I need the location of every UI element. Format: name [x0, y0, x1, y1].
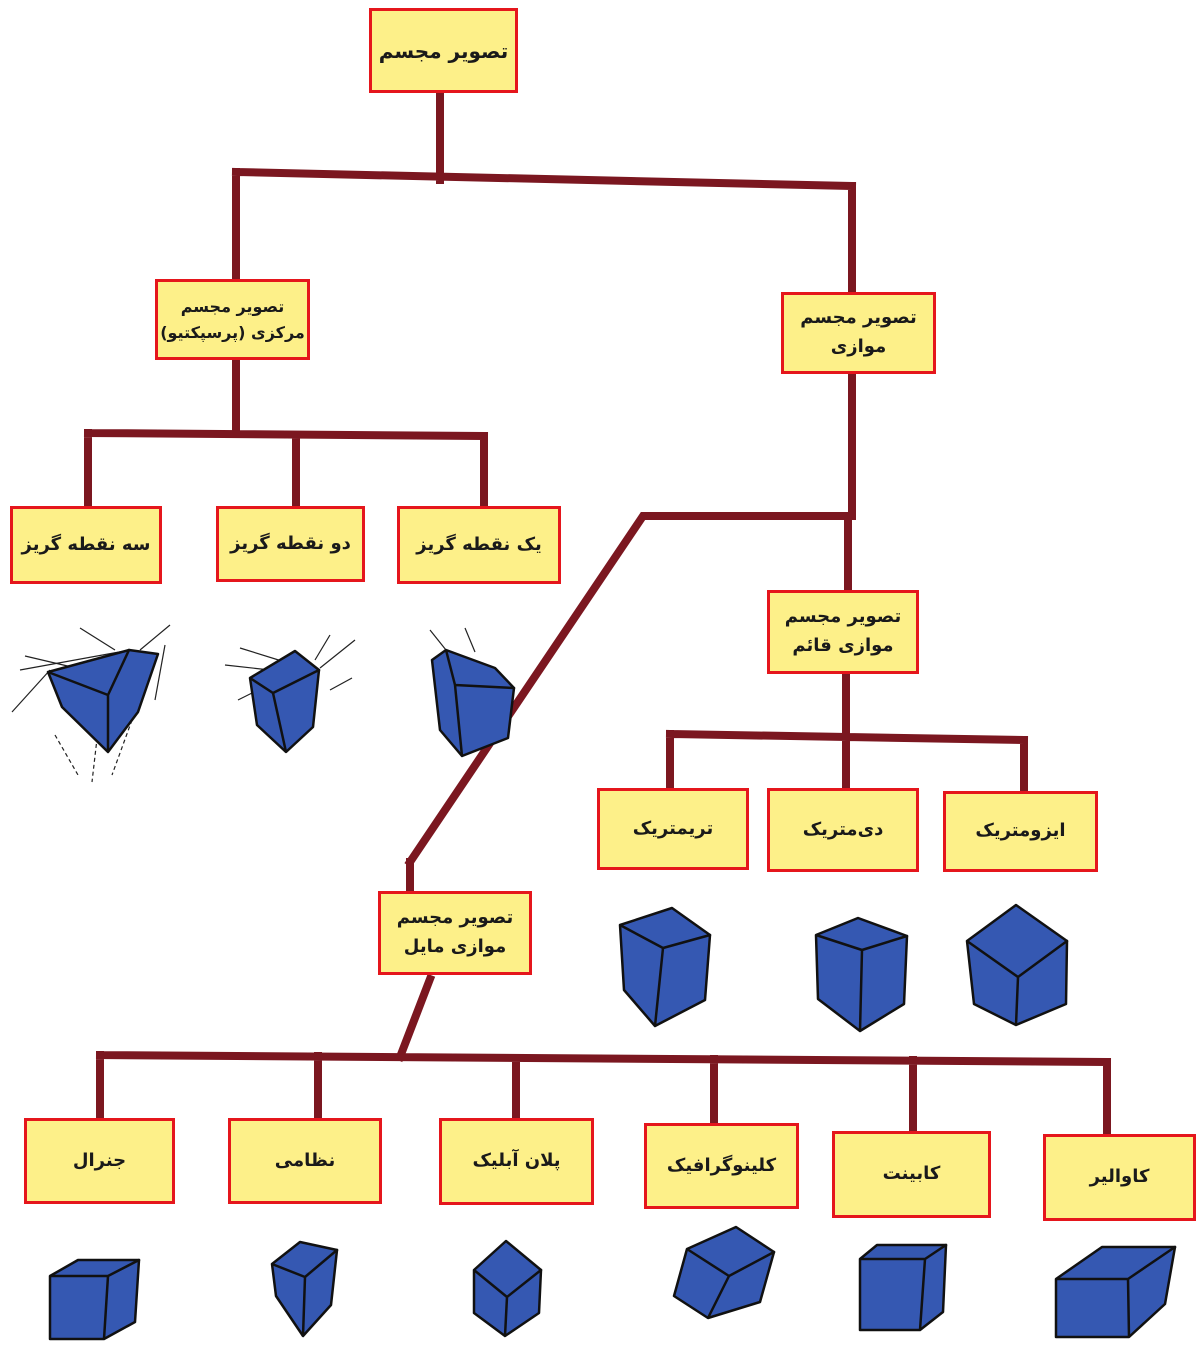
cube-inner-edges — [444, 649, 516, 757]
node-cabinet: کابینت — [832, 1131, 991, 1218]
connector-orthogonal-split — [665, 666, 1029, 799]
node-dimetric: دی‌متریک — [767, 788, 919, 872]
node-perspective: تصویر مجسم مرکزی (پرسپکتیو) — [155, 279, 310, 360]
cube-inner-edges — [47, 648, 131, 752]
node-trimetric: تریمتریک — [597, 788, 749, 870]
cube-outline — [430, 648, 516, 758]
cube-inner-edges — [473, 1268, 543, 1337]
perspective-guide-lines — [11, 624, 476, 783]
node-cavalier-label: کاوالیر — [1089, 1166, 1150, 1188]
cube-inner-edges — [619, 923, 712, 1027]
connector-parallel-split — [404, 366, 856, 899]
node-military: نظامی — [228, 1118, 382, 1204]
node-two-point: دو نقطه گریز — [216, 506, 365, 582]
cube-outline — [618, 906, 712, 1028]
three-point-perspective-cube-icon — [46, 648, 160, 754]
node-one-point-label: یک نقطه گریز — [416, 533, 542, 555]
cube-inner-edges — [249, 668, 321, 753]
node-planometric-label: پلان آبلیک — [472, 1150, 561, 1172]
cube-inner-edges — [271, 1248, 339, 1337]
cavalier-oblique-cube-icon — [1054, 1245, 1177, 1339]
cabinet-oblique-cube-icon — [858, 1243, 948, 1332]
node-planometric: پلان آبلیک — [439, 1118, 594, 1205]
node-three-point-label: سه نقطه گریز — [21, 533, 151, 555]
connector-oblique-split — [95, 973, 1112, 1142]
cube-outline — [472, 1239, 543, 1338]
node-cavalier: کاوالیر — [1043, 1134, 1196, 1221]
cube-outline — [48, 1258, 141, 1341]
node-military-label: نظامی — [274, 1149, 336, 1171]
node-parallel: تصویر مجسم موازی — [781, 292, 936, 374]
cube-outline — [1054, 1245, 1177, 1339]
node-root-label: تصویر مجسم — [378, 38, 509, 63]
node-three-point: سه نقطه گریز — [10, 506, 162, 584]
two-point-perspective-cube-icon — [248, 649, 321, 754]
node-trimetric-label: تریمتریک — [632, 817, 714, 839]
general-oblique-cube-icon — [48, 1258, 141, 1341]
node-clinographic-label: کلینوگرافیک — [666, 1154, 777, 1176]
one-point-perspective-cube-icon — [430, 648, 516, 758]
isometric-cube-icon — [965, 903, 1069, 1027]
node-isometric: ایزومتریک — [943, 791, 1098, 872]
cube-inner-edges — [860, 1243, 948, 1331]
node-perspective-line1: تصویر مجسم — [180, 296, 285, 316]
node-clinographic: کلینوگرافیک — [644, 1123, 799, 1209]
node-cabinet-label: کابینت — [882, 1163, 941, 1185]
node-parallel-line2: موازی — [830, 336, 887, 357]
node-isometric-label: ایزومتریک — [975, 820, 1066, 842]
connector-perspective-split — [83, 354, 489, 514]
node-oblique: تصویر مجسم موازی مایل — [378, 891, 532, 975]
node-one-point: یک نقطه گریز — [397, 506, 561, 584]
node-general: جنرال — [24, 1118, 175, 1204]
node-oblique-line1: تصویر مجسم — [396, 907, 514, 929]
planometric-oblique-cube-icon — [472, 1239, 543, 1338]
node-perspective-line2: مرکزی (پرسپکتیو) — [160, 322, 305, 342]
node-dimetric-label: دی‌متریک — [802, 818, 884, 840]
cube-inner-edges — [1056, 1245, 1177, 1338]
node-orthogonal-line1: تصویر مجسم — [784, 606, 902, 628]
military-oblique-cube-icon — [270, 1240, 339, 1338]
node-parallel-line1: تصویر مجسم — [800, 307, 917, 329]
cube-icons — [46, 648, 1177, 1341]
dimetric-cube-icon — [814, 916, 909, 1033]
node-oblique-line2: موازی مایل — [403, 936, 507, 957]
node-general-label: جنرال — [72, 1149, 127, 1171]
clinographic-cube-icon — [672, 1225, 776, 1320]
trimetric-cube-icon — [618, 906, 712, 1028]
cube-inner-edges — [966, 939, 1069, 1026]
node-orthogonal: تصویر مجسم موازی قائم — [767, 590, 919, 674]
cube-inner-edges — [50, 1258, 141, 1340]
cube-inner-edges — [815, 933, 909, 1032]
connector-root-split — [231, 86, 857, 300]
connector-lines — [83, 86, 1112, 1142]
cube-inner-edges — [686, 1247, 776, 1319]
node-orthogonal-line2: موازی قائم — [792, 635, 894, 656]
cube-outline — [248, 649, 321, 754]
node-root: تصویر مجسم — [369, 8, 518, 93]
cube-outline — [965, 903, 1069, 1027]
node-two-point-label: دو نقطه گریز — [230, 532, 351, 554]
